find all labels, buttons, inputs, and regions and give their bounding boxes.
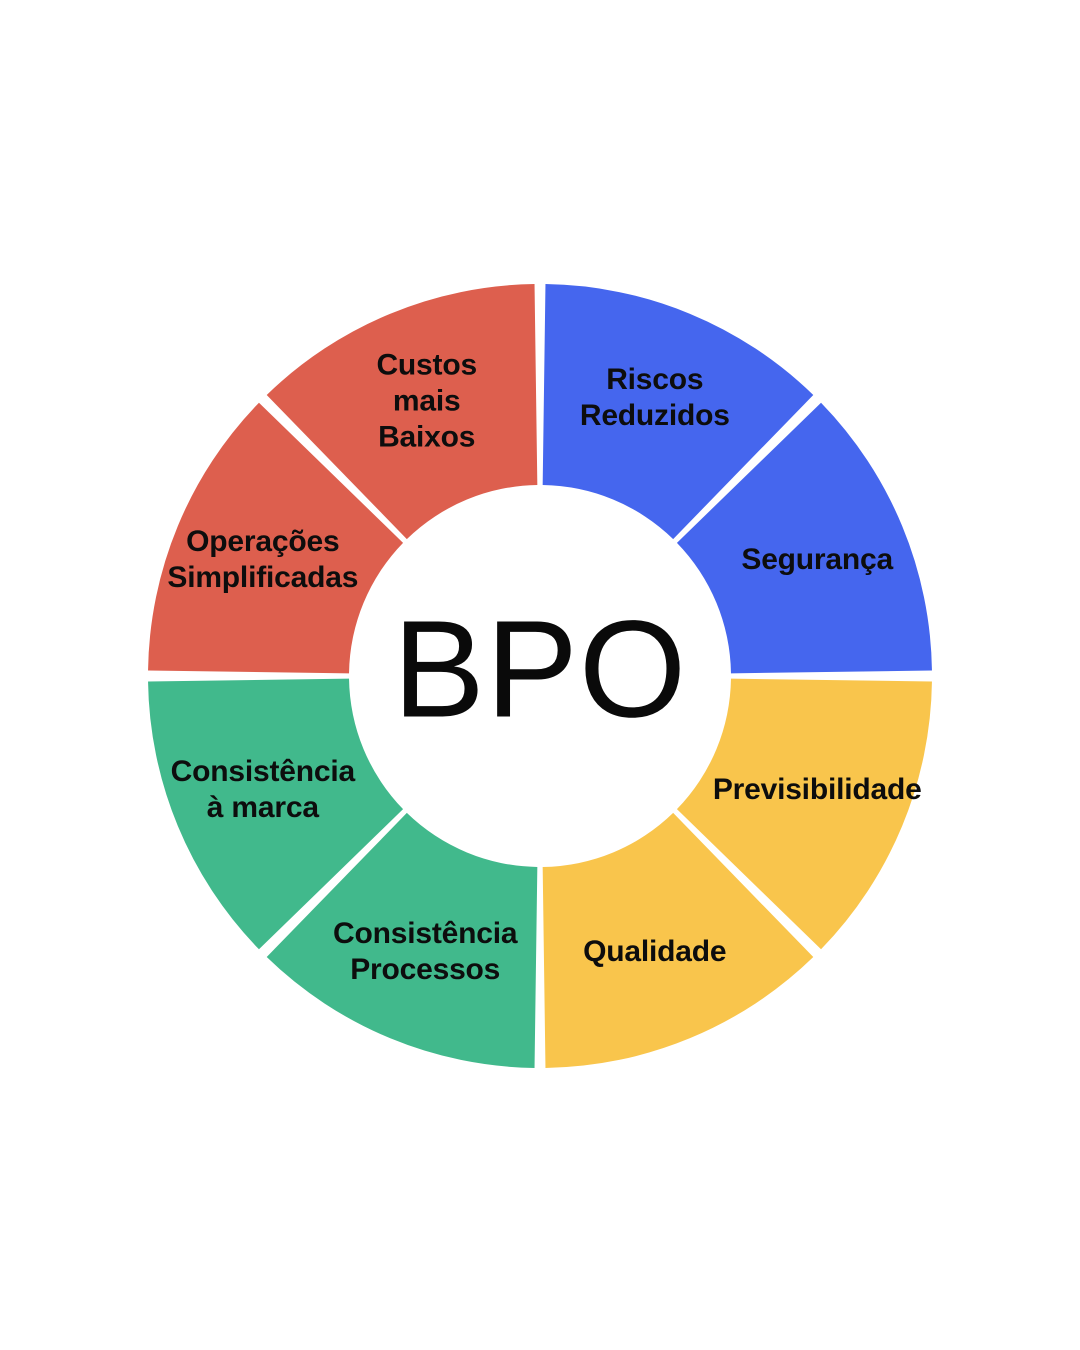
segment-label-line: à marca bbox=[207, 791, 320, 824]
segment-label-line: Riscos bbox=[606, 363, 703, 396]
segment-label-line: Previsibilidade bbox=[713, 773, 922, 806]
segment-label-line: Segurança bbox=[741, 543, 893, 576]
segment-label-line: Qualidade bbox=[583, 935, 726, 968]
wheel-segment-seguranca[interactable] bbox=[676, 402, 932, 674]
segment-label-line: Baixos bbox=[378, 420, 475, 453]
wheel-segment-consistencia-a-marca[interactable] bbox=[148, 678, 404, 950]
segment-label-line: Simplificadas bbox=[167, 561, 358, 594]
segment-label-line: Consistência bbox=[333, 917, 518, 950]
segment-label-line: Operações bbox=[186, 525, 339, 558]
segment-label-line: Consistência bbox=[171, 755, 356, 788]
wheel-segment-operacoes-simplificadas[interactable] bbox=[148, 402, 404, 674]
wheel-segment-custos-mais-baixos[interactable] bbox=[266, 284, 538, 540]
wheel-segment-qualidade[interactable] bbox=[542, 812, 814, 1068]
segments-group bbox=[148, 284, 932, 1068]
segment-label-line: Custos bbox=[376, 348, 476, 381]
segment-label-qualidade: Qualidade bbox=[583, 935, 726, 968]
wheel-segment-previsibilidade[interactable] bbox=[676, 678, 932, 950]
segment-label-previsibilidade: Previsibilidade bbox=[713, 773, 922, 806]
wheel-segment-consistencia-processos[interactable] bbox=[266, 812, 538, 1068]
wheel-segment-riscos-reduzidos[interactable] bbox=[542, 284, 814, 540]
segment-label-seguranca: Segurança bbox=[741, 543, 893, 576]
segment-label-line: mais bbox=[393, 384, 461, 417]
center-hub bbox=[350, 486, 730, 866]
center-label: BPO bbox=[393, 592, 687, 746]
segment-label-line: Reduzidos bbox=[580, 399, 730, 432]
segment-label-line: Processos bbox=[350, 953, 500, 986]
